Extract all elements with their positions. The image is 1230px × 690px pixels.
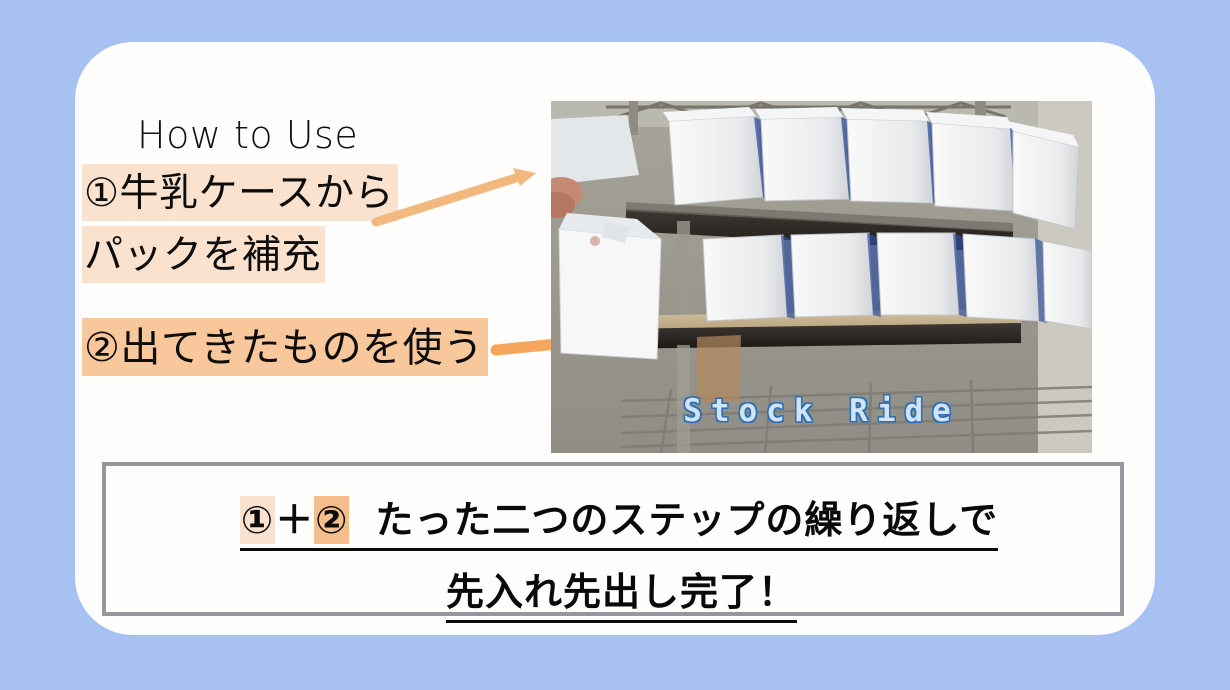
step-1-line-1: ①牛乳ケースから <box>82 164 399 221</box>
conclusion-line-2: 先入れ先出し完了！ <box>446 561 798 623</box>
step-2-line-1: ②出てきたものを使う <box>82 318 488 376</box>
page-title: How to Use <box>137 113 359 157</box>
photo-milk-carton-shelf: Stock Ride <box>551 101 1092 453</box>
photo-illustration <box>551 101 1092 453</box>
conclusion-mark-2: ② <box>314 496 350 544</box>
step-1-line-2: パックを補充 <box>82 226 326 283</box>
conclusion-mark-1: ① <box>240 496 276 544</box>
conclusion-plus-sign: ＋ <box>275 498 315 542</box>
conclusion-line-1-text: たった二つのステップの繰り返しで <box>375 498 999 542</box>
conclusion-line-1: ①＋② たった二つのステップの繰り返しで <box>240 489 999 551</box>
arrow-step-1-icon <box>371 168 536 227</box>
conclusion-box: ①＋② たった二つのステップの繰り返しで 先入れ先出し完了！ <box>102 462 1124 623</box>
